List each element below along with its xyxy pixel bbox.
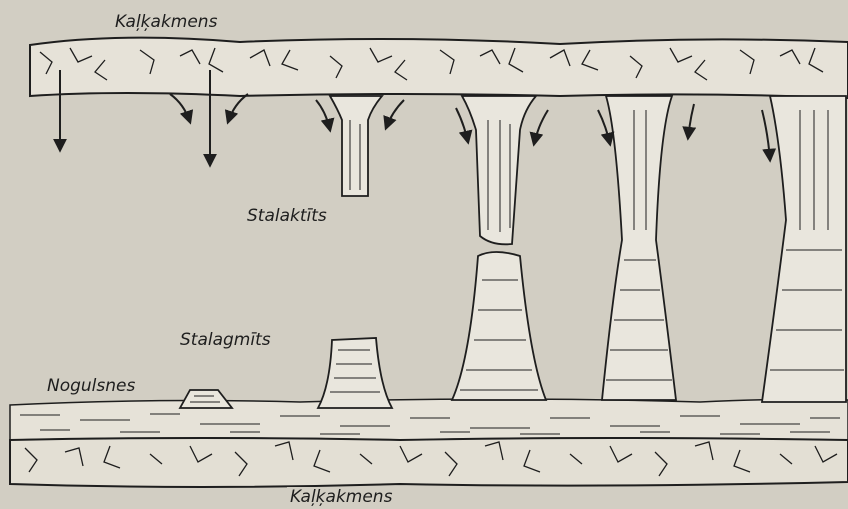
label-ceiling-limestone: Kaļķakmens <box>112 12 220 32</box>
small-stalagmite <box>180 390 232 408</box>
floor-rock <box>10 438 848 487</box>
drip-arrow <box>386 100 404 128</box>
label-stalagmite: Stalagmīts <box>177 330 274 350</box>
label-floor-limestone: Kaļķakmens <box>287 487 395 507</box>
joining-formation <box>452 96 546 400</box>
drip-arrow <box>456 108 468 142</box>
stalagmite-formation <box>318 338 392 408</box>
drip-arrow <box>228 94 248 122</box>
ceiling-rock <box>30 38 848 98</box>
floor-deposit <box>10 399 848 440</box>
column-formation-1 <box>602 96 676 400</box>
drip-arrow <box>598 110 610 144</box>
drip-arrow <box>762 110 770 160</box>
drip-arrow <box>316 100 330 130</box>
drip-arrow <box>170 94 190 122</box>
drip-arrow <box>688 104 694 138</box>
column-formation-2 <box>762 96 846 402</box>
drip-arrow <box>534 110 548 144</box>
label-deposit: Nogulsnes <box>44 376 138 396</box>
stalactite-formation <box>330 96 382 196</box>
label-stalactite: Stalaktīts <box>244 206 330 226</box>
